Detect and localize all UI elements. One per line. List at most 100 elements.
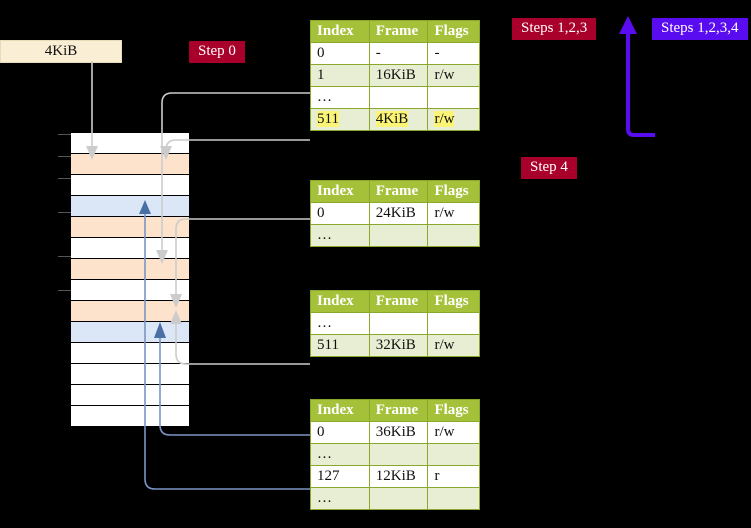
cell-frame: 32KiB bbox=[368, 334, 429, 357]
table-header-row: Index Frame Flags bbox=[310, 290, 480, 313]
badge-step-0: Step 0 bbox=[189, 41, 245, 63]
column-header-flags: Flags bbox=[427, 399, 480, 422]
cell-flags bbox=[427, 312, 480, 335]
cell-frame: - bbox=[368, 42, 429, 65]
badge-steps-1-2-3: Steps 1,2,3 bbox=[512, 18, 597, 40]
cell-index: … bbox=[310, 312, 370, 335]
connector-pdp-0-to-memory bbox=[175, 218, 310, 296]
cell-index: 1 bbox=[310, 64, 370, 87]
cell-frame: 4KiB bbox=[368, 108, 429, 131]
cell-frame: 12KiB bbox=[368, 465, 429, 488]
memory-frame-row bbox=[70, 195, 190, 217]
badge-steps-1-2-3-4: Steps 1,2,3,4 bbox=[652, 18, 748, 40]
cell-frame bbox=[368, 86, 429, 109]
table-row: … bbox=[310, 224, 480, 247]
memory-size-label: 4KiB bbox=[0, 40, 122, 63]
cell-flags: r/w bbox=[427, 202, 480, 225]
cell-frame: 16KiB bbox=[368, 64, 429, 87]
column-header-frame: Frame bbox=[368, 20, 429, 43]
cell-index: … bbox=[310, 86, 370, 109]
cell-index: 127 bbox=[310, 465, 370, 488]
column-header-flags: Flags bbox=[427, 290, 480, 313]
cell-flags: - bbox=[427, 42, 480, 65]
memory-frame-row bbox=[70, 405, 190, 427]
column-header-flags: Flags bbox=[427, 20, 480, 43]
cell-flags bbox=[427, 443, 480, 466]
cell-flags: r/w bbox=[427, 421, 480, 444]
table-row: … bbox=[310, 487, 480, 510]
cell-index: 0 bbox=[310, 421, 370, 444]
memory-tick bbox=[58, 256, 71, 257]
memory-frame-row bbox=[70, 279, 190, 301]
memory-frame-row bbox=[70, 321, 190, 343]
column-header-flags: Flags bbox=[427, 180, 480, 203]
memory-tick bbox=[58, 134, 71, 135]
table-header-row: Index Frame Flags bbox=[310, 20, 480, 43]
arrow-head-bracket bbox=[619, 16, 637, 34]
memory-frame-row bbox=[70, 237, 190, 259]
connector-pd-511-to-memory bbox=[175, 322, 310, 365]
physical-memory-column bbox=[70, 132, 190, 427]
memory-tick bbox=[58, 178, 71, 179]
memory-frame-row bbox=[70, 258, 190, 280]
memory-frame-row bbox=[70, 174, 190, 196]
cell-flags bbox=[427, 224, 480, 247]
cell-frame bbox=[368, 443, 429, 466]
memory-frame-row bbox=[70, 216, 190, 238]
memory-frame-row bbox=[70, 363, 190, 385]
cell-flags bbox=[427, 487, 480, 510]
table-header-row: Index Frame Flags bbox=[310, 399, 480, 422]
cell-frame bbox=[368, 224, 429, 247]
column-header-index: Index bbox=[310, 290, 370, 313]
table-header-row: Index Frame Flags bbox=[310, 180, 480, 203]
column-header-frame: Frame bbox=[368, 399, 429, 422]
cell-index: … bbox=[310, 443, 370, 466]
table-row: 0-- bbox=[310, 42, 480, 65]
cell-index: … bbox=[310, 224, 370, 247]
cell-index: 0 bbox=[310, 202, 370, 225]
column-header-frame: Frame bbox=[368, 290, 429, 313]
memory-frame-row bbox=[70, 153, 190, 175]
cell-frame bbox=[368, 487, 429, 510]
memory-tick bbox=[58, 290, 71, 291]
cell-flags: r/w bbox=[427, 108, 480, 131]
highlighted-value: 4KiB bbox=[375, 110, 409, 127]
memory-tick bbox=[58, 212, 71, 213]
table-row: … bbox=[310, 312, 480, 335]
cell-flags: r bbox=[427, 465, 480, 488]
cell-frame: 36KiB bbox=[368, 421, 429, 444]
cell-flags bbox=[427, 86, 480, 109]
table-row: 511 4KiB r/w bbox=[310, 108, 480, 131]
memory-frame-row bbox=[70, 132, 190, 154]
table-row: … bbox=[310, 86, 480, 109]
badge-step-4: Step 4 bbox=[521, 157, 577, 179]
column-header-frame: Frame bbox=[368, 180, 429, 203]
cell-frame bbox=[368, 312, 429, 335]
cell-frame: 24KiB bbox=[368, 202, 429, 225]
column-header-index: Index bbox=[310, 20, 370, 43]
highlighted-value: 511 bbox=[317, 110, 339, 127]
cell-flags: r/w bbox=[427, 334, 480, 357]
memory-frame-row bbox=[70, 384, 190, 406]
column-header-index: Index bbox=[310, 399, 370, 422]
cell-flags: r/w bbox=[427, 64, 480, 87]
memory-frame-row bbox=[70, 342, 190, 364]
cell-index: 511 bbox=[310, 108, 370, 131]
memory-tick bbox=[58, 156, 71, 157]
cell-index: … bbox=[310, 487, 370, 510]
cell-index: 511 bbox=[310, 334, 370, 357]
column-header-index: Index bbox=[310, 180, 370, 203]
